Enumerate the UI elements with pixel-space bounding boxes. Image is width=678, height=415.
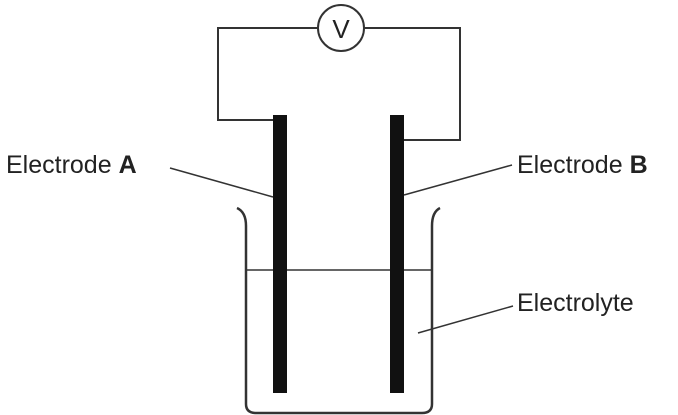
electrode-b-leader [403, 164, 513, 196]
electrolyte-label: Electrolyte [517, 289, 634, 317]
voltmeter: V [317, 4, 365, 52]
electrode-b-name: Electrode [517, 151, 630, 179]
electrode-a [273, 115, 287, 393]
electrode-a-leader [169, 167, 274, 198]
electrolyte-leader [417, 305, 514, 334]
electrode-a-letter: A [119, 151, 137, 179]
beaker [236, 206, 441, 415]
voltmeter-circle [317, 4, 365, 52]
electrode-b-label: Electrode B [517, 151, 648, 179]
circuit-wire [217, 27, 461, 141]
electrode-b-letter: B [630, 151, 648, 179]
electrode-b [390, 115, 404, 393]
voltmeter-symbol: V [332, 14, 350, 44]
electrode-a-label: Electrode A [6, 151, 137, 179]
electrode-a-name: Electrode [6, 151, 119, 179]
